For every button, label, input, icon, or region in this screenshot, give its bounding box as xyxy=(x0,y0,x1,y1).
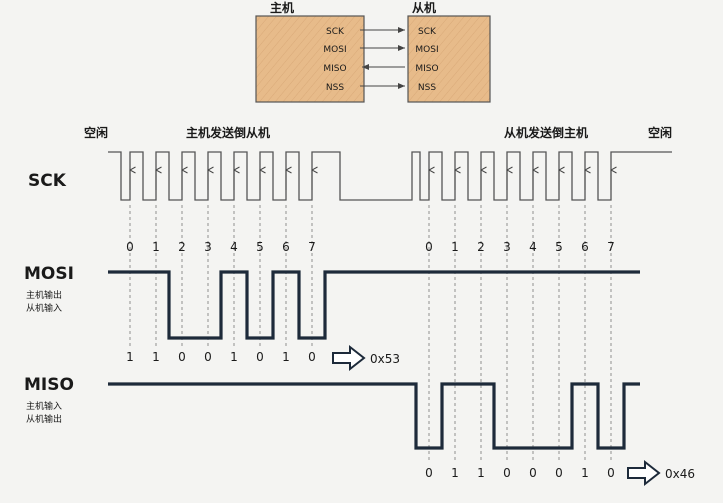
sck-waveform xyxy=(108,151,672,201)
master-box xyxy=(255,15,365,103)
mosi-result: 0x53 xyxy=(332,344,400,372)
clock-index-slave-0: 0 xyxy=(425,240,433,254)
slave-pin-1: MOSI xyxy=(415,45,438,55)
clock-index-master-0: 0 xyxy=(126,240,134,254)
master-title: 主机 xyxy=(270,0,294,15)
sck-signal-label: SCK xyxy=(28,171,67,191)
miso-result: 0x46 xyxy=(627,459,695,487)
miso-bit-5: 0 xyxy=(555,466,563,480)
miso-waveform xyxy=(108,382,640,450)
mosi-bit-7: 0 xyxy=(308,350,316,364)
waveform-layer: 0 1 2 3 4 5 6 7 0 1 2 3 4 5 6 7 1 1 0 0 1 0 1 0 0 1 1 0 0 0 1 0 xyxy=(108,151,672,480)
master-pin-0: SCK xyxy=(326,27,345,37)
clock-index-master-4: 4 xyxy=(230,240,238,254)
slave-pin-0: SCK xyxy=(418,27,437,37)
slave-send-label: 从机发送倒主机 xyxy=(504,125,588,140)
mosi-bit-3: 0 xyxy=(204,350,212,364)
clock-index-master-3: 3 xyxy=(204,240,212,254)
miso-bit-2: 1 xyxy=(477,466,485,480)
clock-index-slave-4: 4 xyxy=(529,240,537,254)
miso-bit-7: 0 xyxy=(607,466,615,480)
miso-bit-1: 1 xyxy=(451,466,459,480)
master-pin-1: MOSI xyxy=(323,45,346,55)
clock-index-slave-6: 6 xyxy=(581,240,589,254)
clock-index-master-7: 7 xyxy=(308,240,316,254)
clock-index-master-5: 5 xyxy=(256,240,264,254)
slave-pin-3: NSS xyxy=(418,83,436,93)
miso-bit-3: 0 xyxy=(503,466,511,480)
idle-label-left: 空闲 xyxy=(84,125,108,140)
clock-index-master-2: 2 xyxy=(178,240,186,254)
clock-index-slave-1: 1 xyxy=(451,240,459,254)
master-send-label: 主机发送倒从机 xyxy=(186,125,270,140)
idle-label-right: 空闲 xyxy=(648,125,672,140)
master-pin-2: MISO xyxy=(323,64,346,74)
mosi-bit-2: 0 xyxy=(178,350,186,364)
clock-index-master-1: 1 xyxy=(152,240,160,254)
mosi-waveform xyxy=(108,270,640,340)
mosi-sub-label-2: 从机输入 xyxy=(26,302,62,314)
clock-index-master-6: 6 xyxy=(282,240,290,254)
topology-block: 主机 从机 SCK SCK MOSI MOSI MISO MISO NSS NSS xyxy=(255,0,491,103)
mosi-bit-1: 1 xyxy=(152,350,160,364)
miso-bit-6: 1 xyxy=(581,466,589,480)
mosi-sub-label-1: 主机输出 xyxy=(26,289,62,301)
miso-sub-label-1: 主机输入 xyxy=(26,400,62,412)
mosi-bit-5: 0 xyxy=(256,350,264,364)
slave-title: 从机 xyxy=(412,0,436,15)
clock-index-slave-7: 7 xyxy=(607,240,615,254)
clock-index-slave-5: 5 xyxy=(555,240,563,254)
mosi-bit-0: 1 xyxy=(126,350,134,364)
miso-bit-4: 0 xyxy=(529,466,537,480)
miso-bit-0: 0 xyxy=(425,466,433,480)
slave-pin-2: MISO xyxy=(415,64,438,74)
mosi-result-arrow-icon xyxy=(332,344,366,372)
clock-index-slave-3: 3 xyxy=(503,240,511,254)
slave-box xyxy=(407,15,491,103)
miso-result-value: 0x46 xyxy=(665,467,695,481)
mosi-signal-label: MOSI xyxy=(24,264,74,284)
mosi-bit-6: 1 xyxy=(282,350,290,364)
clock-index-slave-2: 2 xyxy=(477,240,485,254)
miso-result-arrow-icon xyxy=(627,459,661,487)
master-pin-3: NSS xyxy=(326,83,344,93)
miso-signal-label: MISO xyxy=(24,375,74,395)
mosi-bit-4: 1 xyxy=(230,350,238,364)
mosi-result-value: 0x53 xyxy=(370,352,400,366)
miso-sub-label-2: 从机输出 xyxy=(26,413,62,425)
